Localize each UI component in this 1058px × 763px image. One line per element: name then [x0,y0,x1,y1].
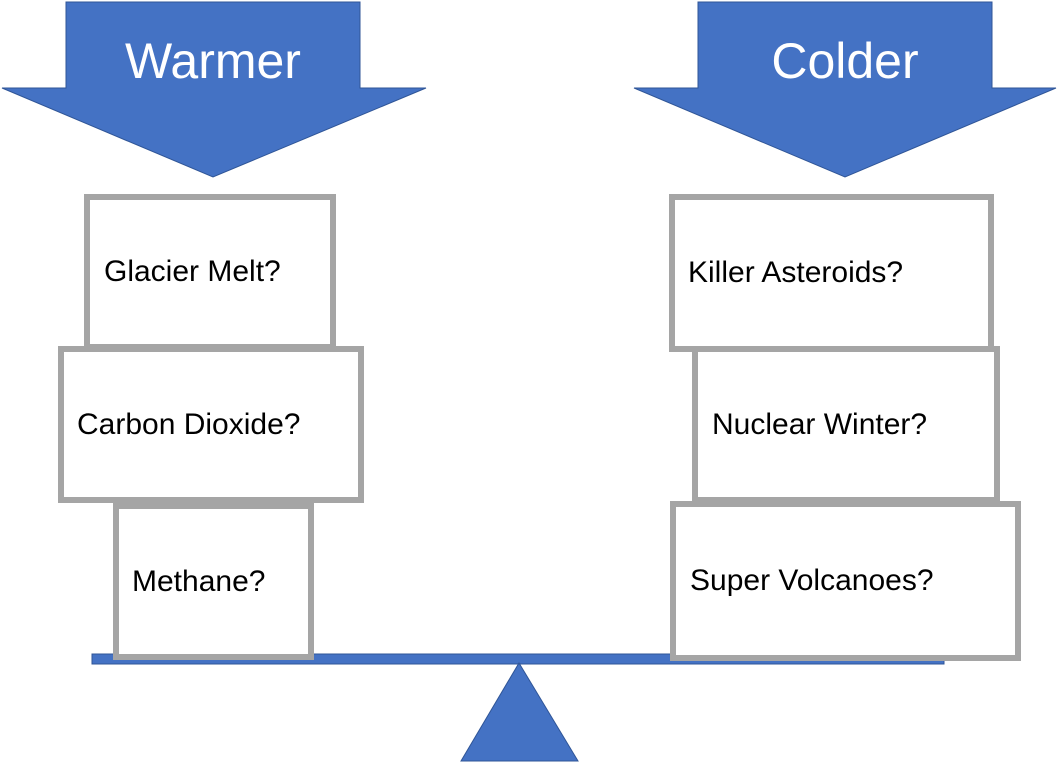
cause-box-super-volcanoes: Super Volcanoes? [670,501,1021,661]
cause-box-killer-asteroids: Killer Asteroids? [669,194,994,352]
cause-label-killer-asteroids: Killer Asteroids? [688,256,904,289]
cause-label-super-volcanoes: Super Volcanoes? [690,564,934,597]
cause-label-carbon-dioxide: Carbon Dioxide? [77,407,301,441]
warmer-arrow-label: Warmer [125,33,301,89]
cause-box-carbon-dioxide: Carbon Dioxide? [58,346,364,503]
cause-label-methane: Methane? [132,564,266,598]
cause-label-nuclear-winter: Nuclear Winter? [712,407,928,441]
cause-box-methane: Methane? [113,503,314,660]
warmer-arrow-shape [1,1,427,178]
cause-box-glacier-melt: Glacier Melt? [84,194,336,350]
colder-arrow-shape [633,1,1057,178]
colder-arrow-label: Colder [771,33,919,89]
cause-box-nuclear-winter: Nuclear Winter? [692,346,1000,503]
fulcrum-triangle [460,662,579,762]
cause-label-glacier-melt: Glacier Melt? [104,255,281,288]
